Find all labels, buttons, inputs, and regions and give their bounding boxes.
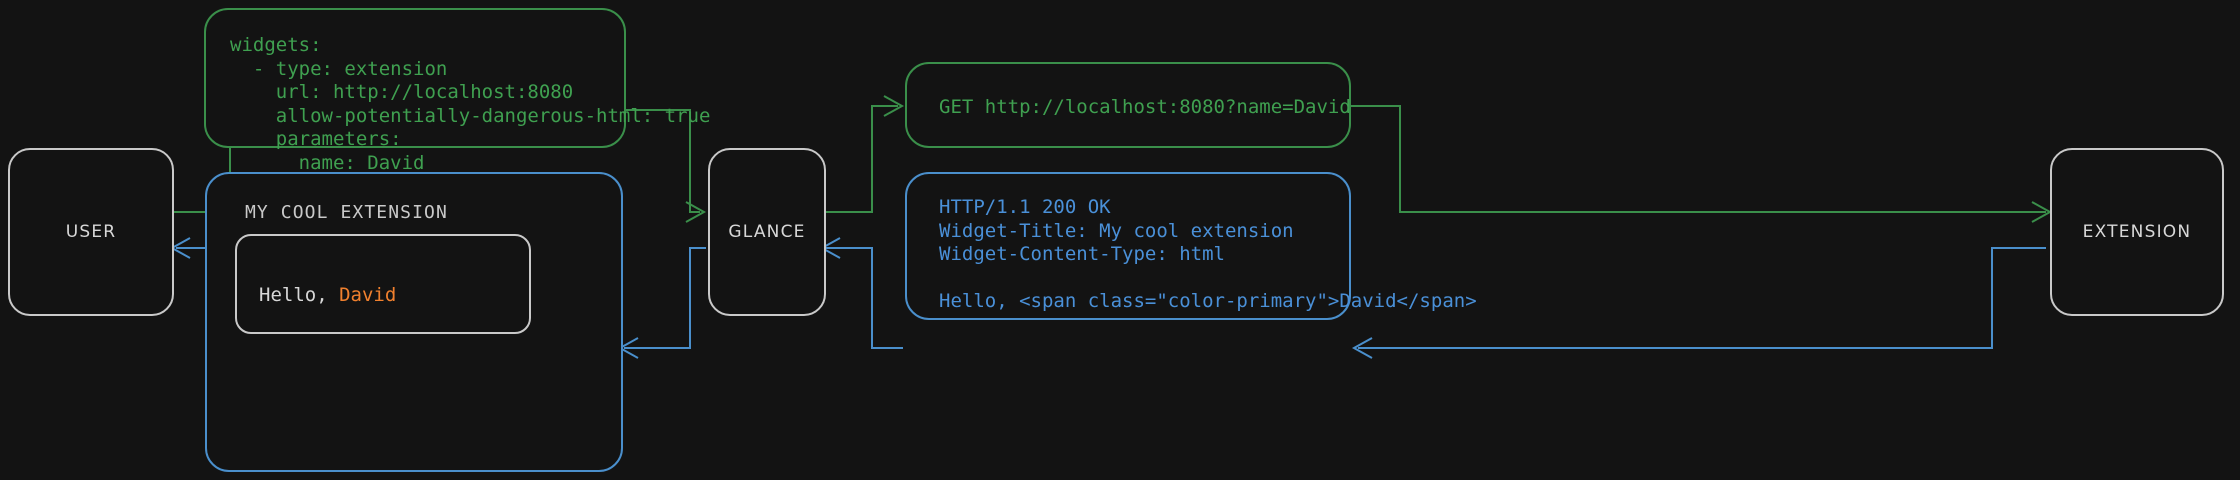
message-http-request: GET http://localhost:8080?name=David [905,62,1351,148]
widget-greeting: Hello, David [259,284,396,306]
edge-glance-to-widget [617,247,706,359]
edge-response-to-glance [819,237,903,349]
message-http-response: HTTP/1.1 200 OK Widget-Title: My cool ex… [905,172,1477,320]
config-yaml-text: widgets: - type: extension url: http://l… [230,34,711,174]
widget-title: MY COOL EXTENSION [245,202,448,223]
message-config-yaml: widgets: - type: extension url: http://l… [204,8,710,174]
http-response-text: HTTP/1.1 200 OK Widget-Title: My cool ex… [939,196,1477,312]
node-glance[interactable]: GLANCE [708,148,826,316]
node-user-label: USER [65,222,117,242]
http-request-text: GET http://localhost:8080?name=David [939,96,1351,118]
widget-greeting-prefix: Hello, [259,284,340,306]
message-widget-render: MY COOL EXTENSION Hello, David [205,172,623,472]
node-extension[interactable]: EXTENSION [2050,148,2224,316]
node-extension-label: EXTENSION [2082,222,2192,242]
node-glance-label: GLANCE [728,222,806,242]
widget-greeting-accent: David [339,284,397,306]
widget-card: Hello, David [235,234,531,334]
edge-glance-to-request [822,95,905,213]
node-user[interactable]: USER [8,148,174,316]
